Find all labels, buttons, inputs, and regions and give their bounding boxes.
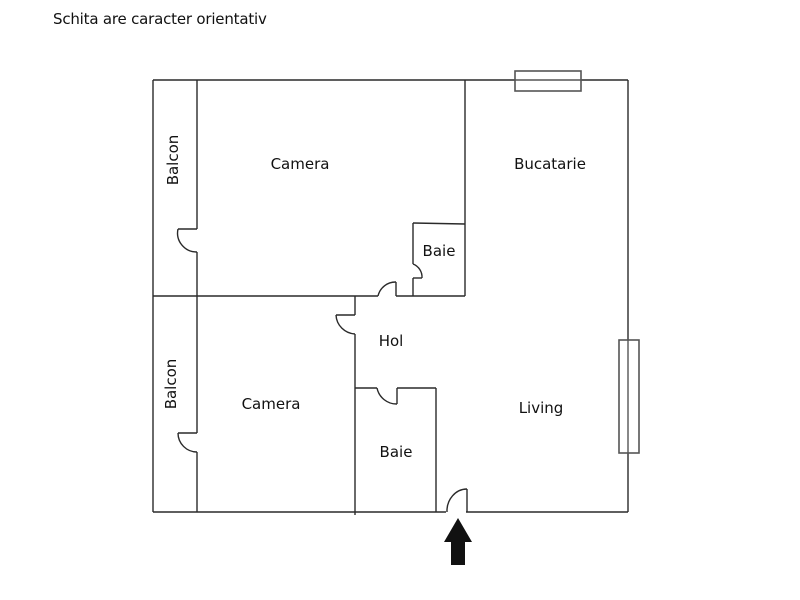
room-label-baie-bottom: Baie <box>380 443 413 461</box>
bottom-bathroom-walls <box>355 387 437 512</box>
window-living <box>618 339 640 454</box>
room-label-balcon-bottom: Balcon <box>162 359 180 410</box>
room-label-hol: Hol <box>379 332 404 350</box>
room-label-bucatarie: Bucatarie <box>514 155 586 173</box>
middle-wall <box>153 281 465 297</box>
room-label-baie-top: Baie <box>423 242 456 260</box>
hall-wall <box>335 296 356 515</box>
room-label-living: Living <box>519 399 564 417</box>
room-label-balcon-top: Balcon <box>164 135 182 186</box>
top-bathroom-walls <box>412 222 466 296</box>
room-label-camera-bottom: Camera <box>242 395 301 413</box>
room-label-camera-top: Camera <box>271 155 330 173</box>
entrance-arrow-icon <box>444 518 472 565</box>
window-kitchen <box>514 70 582 92</box>
plan-disclaimer-caption: Schita are caracter orientativ <box>53 10 267 28</box>
balcony-wall <box>176 80 198 512</box>
room-labels: Balcon Camera Bucatarie Baie Hol Balcon … <box>162 135 586 461</box>
entrance-door <box>446 488 468 513</box>
